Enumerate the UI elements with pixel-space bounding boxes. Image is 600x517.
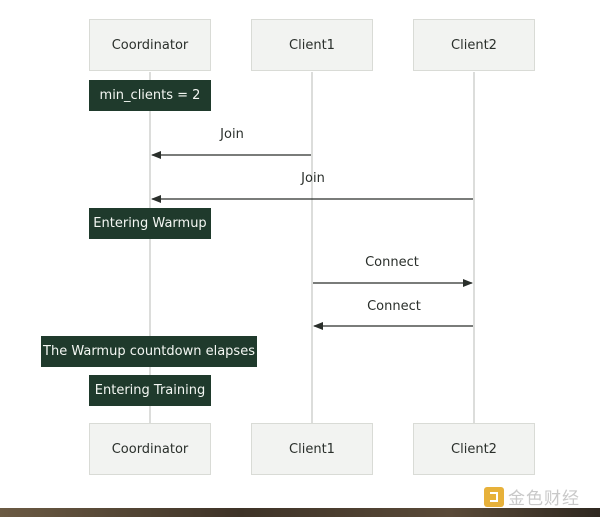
- message-label-client1-join: Join: [220, 127, 244, 142]
- participant-label: Coordinator: [111, 441, 189, 457]
- watermark-text: 金色财经: [508, 489, 580, 509]
- note-label: Entering Training: [94, 383, 206, 398]
- note-label: min_clients = 2: [99, 88, 201, 103]
- participant-label: Coordinator: [111, 37, 189, 53]
- bottom-frame-strip: [0, 508, 600, 517]
- message-label-client2-join: Join: [301, 171, 325, 186]
- note-entering-training: Entering Training: [89, 375, 211, 406]
- participant-client1-top: Client1: [251, 19, 373, 71]
- participant-coordinator-bottom: Coordinator: [89, 423, 211, 475]
- participant-label: Client1: [289, 37, 335, 53]
- golden-finance-logo-icon: [484, 486, 504, 507]
- participant-coordinator-top: Coordinator: [89, 19, 211, 71]
- participant-label: Client2: [451, 441, 497, 457]
- participant-client2-bottom: Client2: [413, 423, 535, 475]
- note-label: Entering Warmup: [93, 216, 207, 231]
- message-label-client2-connect: Connect: [367, 299, 421, 314]
- participant-label: Client2: [451, 37, 497, 53]
- message-label-client1-connect: Connect: [365, 255, 419, 270]
- watermark: 金色财经: [484, 484, 580, 509]
- note-min-clients: min_clients = 2: [89, 80, 211, 111]
- note-label: The Warmup countdown elapses: [43, 344, 255, 359]
- participant-label: Client1: [289, 441, 335, 457]
- note-entering-warmup: Entering Warmup: [89, 208, 211, 239]
- participant-client1-bottom: Client1: [251, 423, 373, 475]
- participant-client2-top: Client2: [413, 19, 535, 71]
- note-warmup-elapses: The Warmup countdown elapses: [41, 336, 257, 367]
